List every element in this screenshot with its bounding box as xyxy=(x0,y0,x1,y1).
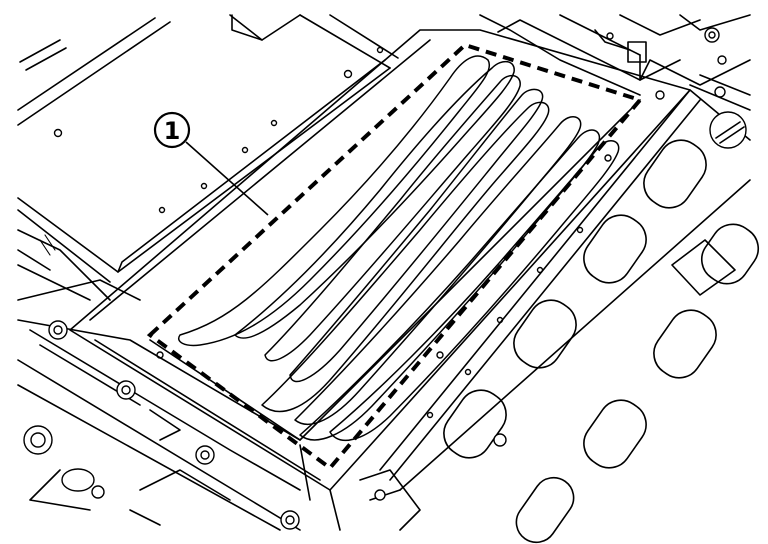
lower-left-rails xyxy=(17,229,301,531)
sealant-area-outline xyxy=(146,42,644,471)
callout-1-label: 1 xyxy=(164,117,181,145)
callout-1-circle xyxy=(153,111,191,149)
right-perforated-cover xyxy=(379,89,760,544)
sealant-beads xyxy=(178,55,620,442)
callout-1-leader xyxy=(185,141,269,216)
upper-left-panel xyxy=(17,14,399,283)
upper-right-bracket xyxy=(479,14,751,111)
callout-1: 1 xyxy=(153,111,269,216)
lower-middle-flange xyxy=(359,469,421,531)
